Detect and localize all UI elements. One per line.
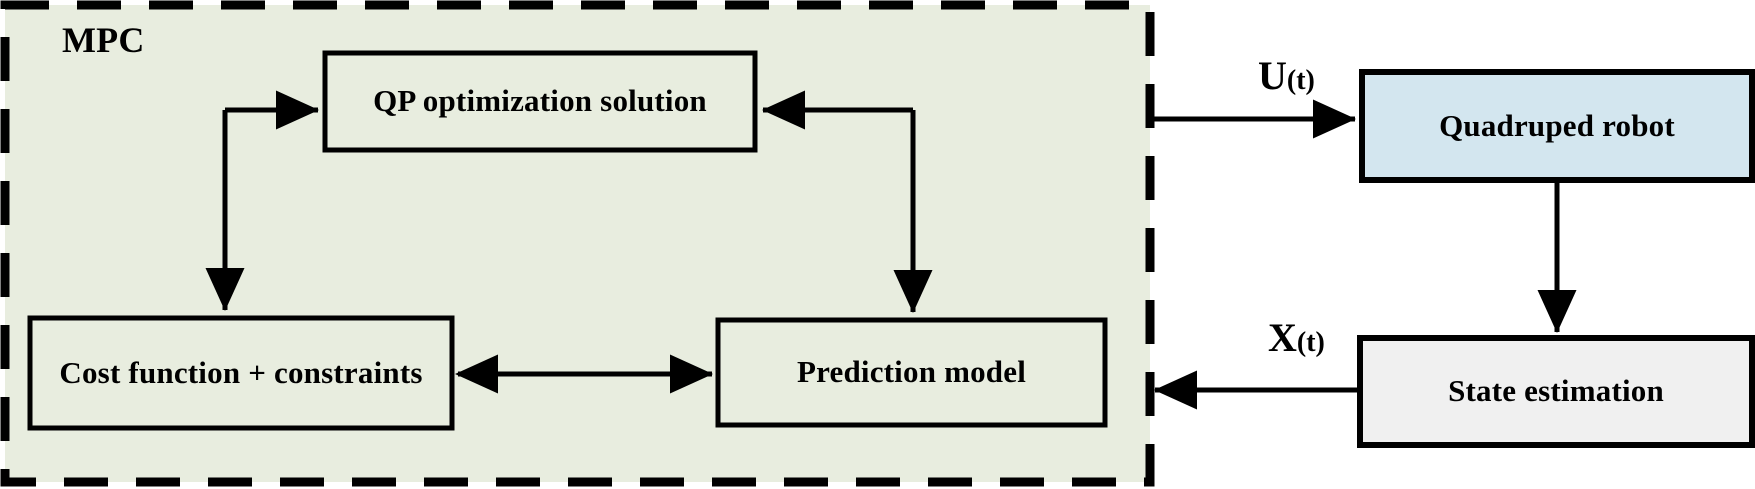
quadruped-robot-block[interactable] [1359,69,1755,183]
cost-function-block[interactable] [27,315,455,431]
state-estimation-block[interactable] [1357,335,1755,448]
qp-optimization-block[interactable] [322,50,758,153]
prediction-model-block[interactable] [715,317,1108,428]
